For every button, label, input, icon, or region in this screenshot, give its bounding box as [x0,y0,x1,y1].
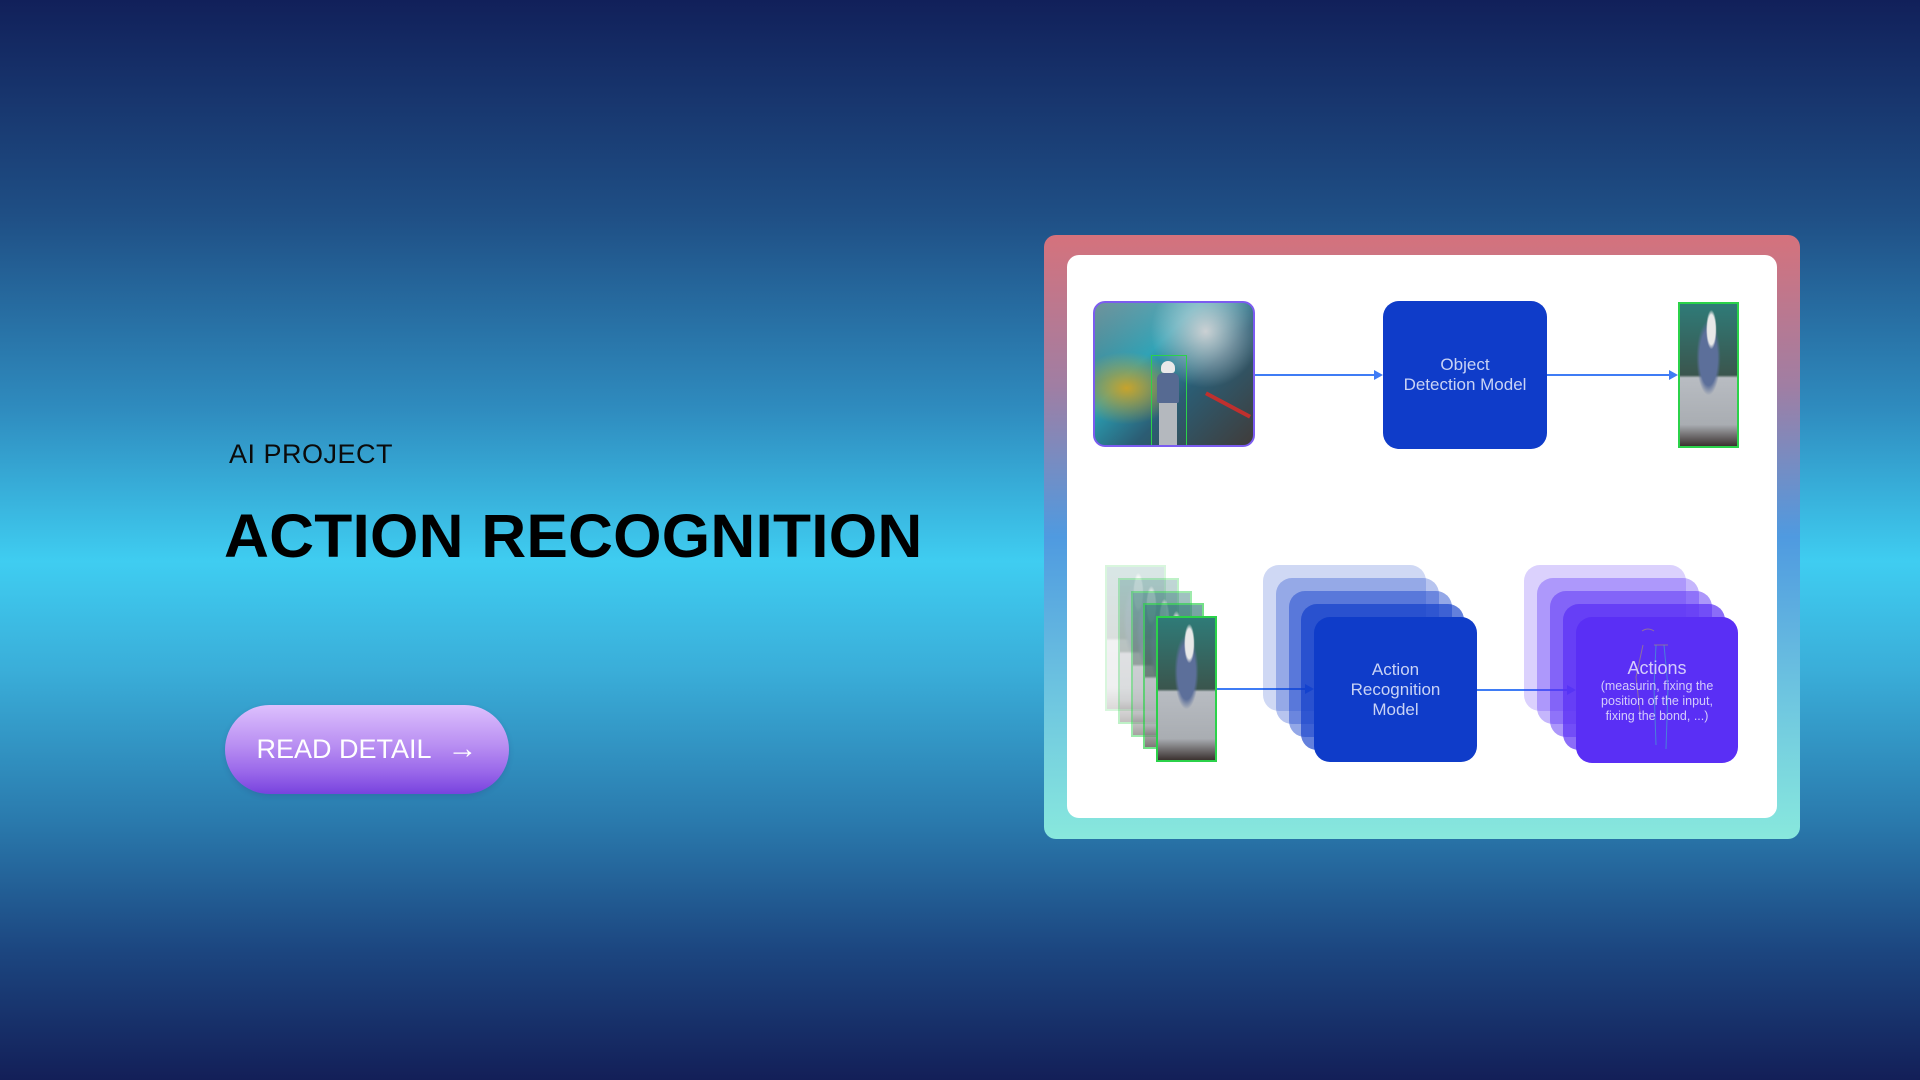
object-detection-model-box: Object Detection Model [1383,301,1547,449]
factory-scene-image [1093,301,1255,447]
worker-legs [1159,403,1177,445]
actions-output-box: Actions (measurin, fixing the position o… [1576,617,1738,763]
arrow-frames-to-ar-model [1217,688,1305,690]
arrow-scene-to-detector [1255,374,1374,376]
ar-model-label-2: Recognition [1350,679,1441,699]
od-model-label-1: Object [1440,355,1490,374]
read-detail-label: READ DETAIL [256,734,432,764]
read-detail-button[interactable]: READ DETAIL → [225,705,509,794]
arrow-detector-to-crop [1547,374,1669,376]
arrow-ar-model-to-actions [1477,689,1567,691]
worker-helmet [1161,361,1175,373]
ar-model-label-1: Action [1371,659,1420,679]
actions-description: (measurin, fixing the position of the in… [1600,678,1714,723]
actions-title: Actions [1627,657,1687,678]
action-recognition-model-box: Action Recognition Model [1314,617,1477,762]
input-frame-5 [1156,616,1217,762]
od-model-label-2: Detection Model [1403,375,1527,394]
page-title: ACTION RECOGNITION [224,502,923,570]
arrow-right-icon: → [447,731,478,765]
arrow-head-icon [1374,370,1383,380]
ar-model-label-3: Model [1372,699,1419,719]
detected-person-crop [1678,302,1739,448]
arrow-head-icon [1669,370,1678,380]
detection-bbox [1151,355,1187,445]
project-category-label: AI PROJECT [229,439,394,469]
worker-figure [1157,373,1179,403]
red-railing [1204,391,1252,419]
pose-skeleton-icon [1635,628,1669,750]
